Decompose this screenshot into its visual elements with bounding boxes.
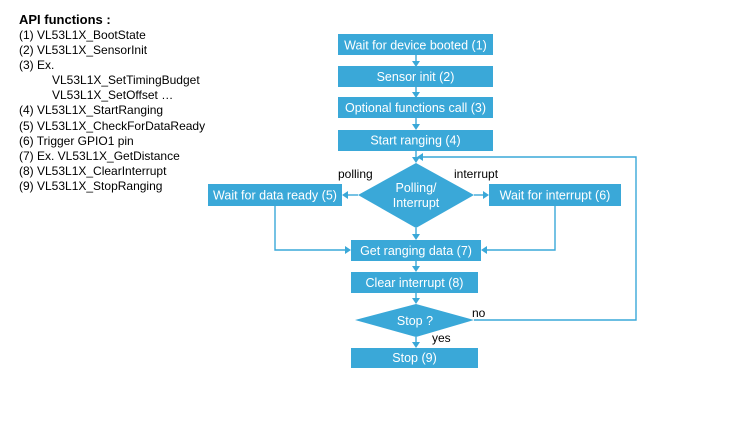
api-function-item: (7) Ex. VL53L1X_GetDistance [19, 148, 180, 163]
api-function-item: (4) VL53L1X_StartRanging [19, 103, 164, 118]
api-function-item: (5) VL53L1X_CheckForDataReady [19, 118, 206, 133]
arrowhead [412, 298, 420, 304]
api-function-item: VL53L1X_SetOffset … [52, 88, 174, 103]
arrowhead [412, 266, 420, 272]
node-sensor-init: Sensor init (2) [338, 66, 493, 87]
node-start-ranging-label: Start ranging (4) [370, 134, 460, 148]
node-wait-data-ready-label: Wait for data ready (5) [213, 189, 337, 203]
api-function-item: (1) VL53L1X_BootState [19, 28, 146, 42]
node-wait-boot: Wait for device booted (1) [338, 34, 493, 55]
node-clear-interrupt: Clear interrupt (8) [351, 272, 478, 293]
decision-polling-line2: Interrupt [393, 196, 440, 210]
node-stop-label: Stop (9) [392, 351, 436, 365]
connectors [274, 55, 637, 348]
node-get-ranging-data: Get ranging data (7) [351, 240, 481, 261]
label-polling: polling [338, 167, 373, 181]
node-wait-interrupt: Wait for interrupt (6) [489, 184, 621, 206]
label-yes: yes [432, 331, 451, 345]
arrowhead [342, 191, 348, 199]
arrowhead [481, 246, 487, 254]
api-function-item: (2) VL53L1X_SensorInit [19, 43, 148, 58]
node-optional-calls-label: Optional functions call (3) [345, 101, 486, 115]
node-optional-calls: Optional functions call (3) [338, 97, 493, 118]
api-function-item: (6) Trigger GPIO1 pin [19, 133, 134, 148]
decision-stop: Stop ? [355, 304, 474, 337]
api-function-item: VL53L1X_SetTimingBudget [52, 73, 200, 88]
label-no: no [472, 306, 486, 320]
node-wait-data-ready: Wait for data ready (5) [208, 184, 342, 206]
connector-no-loop [422, 156, 637, 321]
arrowhead [412, 61, 420, 67]
api-function-item: (8) VL53L1X_ClearInterrupt [19, 163, 167, 178]
node-start-ranging: Start ranging (4) [338, 130, 493, 151]
arrowhead [412, 92, 420, 98]
node-wait-interrupt-label: Wait for interrupt (6) [500, 189, 611, 203]
api-function-item: (3) Ex. [19, 58, 55, 73]
node-clear-interrupt-label: Clear interrupt (8) [366, 276, 464, 290]
api-function-item: (9) VL53L1X_StopRanging [19, 178, 163, 193]
arrowhead [412, 157, 420, 163]
arrowhead [417, 153, 423, 161]
api-functions-items: (1) VL53L1X_BootState(2) VL53L1X_SensorI… [19, 28, 205, 194]
api-functions-list: API functions : (1) VL53L1X_BootState(2)… [19, 12, 205, 194]
label-interrupt: interrupt [454, 167, 499, 181]
decision-polling-interrupt: Polling/ Interrupt [358, 163, 474, 228]
connector-interrupt-to-get [486, 206, 556, 251]
arrowhead [412, 342, 420, 348]
decision-polling-line1: Polling/ [396, 181, 438, 195]
node-get-ranging-data-label: Get ranging data (7) [360, 244, 472, 258]
node-stop: Stop (9) [351, 348, 478, 368]
arrowhead [412, 234, 420, 240]
node-sensor-init-label: Sensor init (2) [377, 70, 455, 84]
api-functions-title: API functions : [19, 12, 111, 27]
arrowhead [412, 124, 420, 130]
arrowhead [483, 191, 489, 199]
arrowhead [345, 246, 351, 254]
connector-dataready-to-get [274, 206, 346, 251]
decision-stop-label: Stop ? [397, 314, 433, 328]
node-wait-boot-label: Wait for device booted (1) [344, 39, 487, 53]
